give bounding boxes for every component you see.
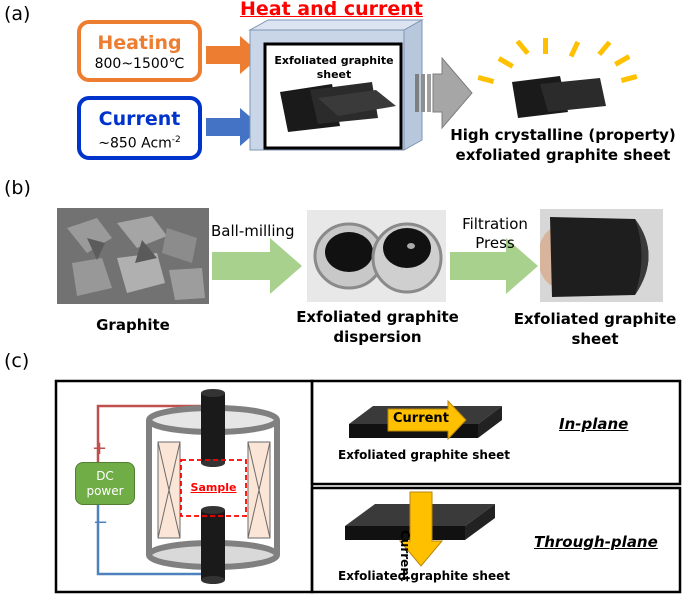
inplane-current-label: Current: [393, 411, 449, 426]
current-exponent: -2: [171, 135, 181, 145]
dispersion-caption: Exfoliated graphite dispersion: [285, 307, 470, 347]
dc-power-box: DC power: [75, 462, 135, 505]
glow-rays: [477, 38, 638, 84]
positive-sign: +: [92, 438, 108, 459]
inplane-title: In-plane: [559, 415, 629, 433]
sheet-caption: Exfoliated graphite sheet: [505, 309, 685, 349]
current-box: Current ~850 Acm-2: [77, 96, 202, 160]
panel-a-label: (a): [4, 3, 31, 25]
through-current-arrow: [398, 491, 444, 567]
result-graphite-sheet: [512, 76, 606, 118]
filtration-label: Filtration Press: [452, 215, 538, 253]
furnace-graphite-sheet-photo: [280, 82, 396, 132]
inplane-current-arrow: [387, 399, 467, 441]
furnace-box-label: Exfoliated graphite sheet: [270, 54, 398, 82]
heating-value: 800~1500℃: [94, 56, 185, 72]
sheet-caption-line2: sheet: [571, 330, 619, 348]
apparatus-frame: [54, 379, 314, 594]
filtration-label-line1: Filtration: [462, 215, 528, 233]
furnace-box-label-line1: Exfoliated graphite: [274, 54, 394, 67]
dispersion-photo: [307, 210, 446, 302]
result-arrow: [415, 56, 473, 130]
sheet-held-in-hand: [540, 209, 663, 302]
heat-and-current-heading: Heat and current: [240, 0, 423, 20]
through-caption: Exfoliated graphite sheet: [338, 569, 510, 583]
furnace-box-label-line2: sheet: [316, 68, 352, 81]
dispersion-caption-line1: Exfoliated graphite: [296, 308, 459, 326]
sheet-caption-line1: Exfoliated graphite: [513, 310, 677, 328]
current-value: ~850 Acm: [98, 135, 172, 152]
heating-box: Heating 800~1500℃: [77, 20, 202, 82]
panel-c-label: (c): [4, 350, 30, 372]
sample-region: [180, 459, 247, 517]
through-plane-frame: [310, 486, 682, 594]
panel-b-label: (b): [4, 177, 31, 199]
graphite-caption: Graphite: [96, 316, 170, 334]
inplane-frame: [310, 379, 682, 486]
graphite-sem-texture: [57, 208, 209, 304]
dc-power-line2: power: [86, 484, 124, 498]
upper-electrode: [201, 389, 225, 467]
heater-left: [157, 441, 181, 539]
result-caption-line2: exfoliated graphite sheet: [455, 146, 671, 164]
positive-wire: [96, 404, 212, 462]
graphite-sem-image: [57, 208, 209, 304]
result-caption-line1: High crystalline (property): [450, 126, 676, 144]
through-plane-title: Through-plane: [534, 533, 658, 551]
inplane-caption: Exfoliated graphite sheet: [338, 448, 510, 462]
heating-title: Heating: [97, 32, 182, 54]
sheet-photo: [540, 209, 663, 302]
current-arrow: [206, 108, 262, 146]
dispersion-cups: [307, 210, 446, 302]
heating-arrow: [206, 36, 262, 74]
dispersion-caption-line2: dispersion: [333, 328, 422, 346]
ball-milling-label: Ball-milling: [211, 222, 295, 240]
current-value-line: ~850 Acm-2: [81, 135, 198, 152]
result-caption: High crystalline (property) exfoliated g…: [438, 125, 685, 165]
negative-sign: −: [93, 512, 109, 533]
sample-label: Sample: [190, 481, 237, 494]
filtration-label-line2: Press: [475, 234, 515, 252]
lower-electrode: [201, 506, 225, 584]
negative-wire: [96, 505, 212, 576]
heater-right: [247, 441, 271, 539]
current-title: Current: [98, 108, 181, 130]
filtration-arrow: [450, 238, 538, 294]
dc-power-line1: DC: [96, 469, 114, 483]
ball-milling-arrow: [212, 238, 302, 294]
